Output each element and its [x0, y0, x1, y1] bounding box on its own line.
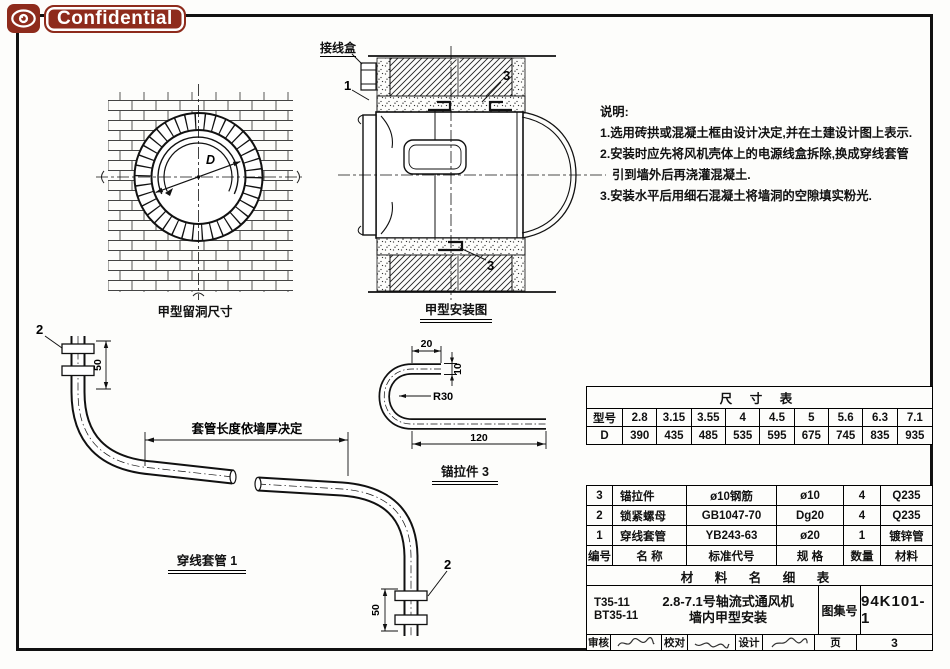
size-table: 尺 寸 表 型号 2.8 3.15 3.55 4 4.5 5 5.6 6.3 7… — [586, 386, 933, 445]
proof-label: 校对 — [662, 635, 688, 650]
anchor-caption: 锚拉件 3 — [432, 461, 498, 485]
mat-cell: YB243-63 — [687, 526, 777, 546]
diameter-cell: 595 — [760, 426, 795, 444]
model-cell: 4 — [726, 409, 761, 426]
note-line: 1.选用砖拱或混凝土框由设计决定,并在土建设计图上表示. — [600, 126, 913, 140]
model-cell: 3.15 — [657, 409, 692, 426]
model-cell: 6.3 — [863, 409, 898, 426]
mat-cell: ø20 — [777, 526, 844, 546]
model-cell: 2.8 — [623, 409, 658, 426]
sleeve-drawing: 50 50 套管长度依墙厚决定 2 2 — [36, 322, 451, 636]
diameter-label: D — [206, 153, 215, 167]
mat-cell: 穿线套管 — [613, 526, 687, 546]
callout-3-bottom: 3 — [487, 258, 494, 273]
mat-cell: Dg20 — [777, 506, 844, 526]
mat-header-cell: 名 称 — [613, 546, 687, 566]
mat-cell: 镀锌管 — [881, 526, 932, 546]
mat-cell: Q235 — [881, 486, 932, 506]
material-table: 3 锚拉件 ø10钢筋 ø10 4 Q235 2 锁紧螺母 GB1047-70 … — [586, 485, 933, 587]
dim-120: 120 — [470, 432, 488, 444]
mat-cell: 锚拉件 — [613, 486, 687, 506]
proof-signature — [688, 635, 736, 650]
mat-header-cell: 规 格 — [777, 546, 844, 566]
model-cell: 7.1 — [906, 411, 923, 424]
title-block: T35-11 BT35-11 2.8-7.1号轴流式通风机 墙内甲型安装 图集号… — [586, 585, 933, 651]
model-cell: 4.5 — [760, 409, 795, 426]
mat-cell: 锁紧螺母 — [613, 506, 687, 526]
note-line: 引到墙外后再浇灌混凝土. — [612, 168, 751, 182]
mat-cell: GB1047-70 — [687, 506, 777, 526]
diameter-cell: 675 — [794, 426, 829, 444]
diameter-cell: 835 — [863, 426, 898, 444]
callout-2-top: 2 — [36, 322, 43, 337]
model-cell: 3.55 — [692, 409, 726, 426]
dim-r30: R30 — [433, 391, 453, 403]
dim-20: 20 — [421, 338, 433, 350]
install-caption: 甲型安装图 — [420, 299, 492, 323]
atlas-label: 图集号 — [819, 586, 861, 634]
mat-cell: 4 — [844, 486, 881, 506]
sheet-title-line2: 墙内甲型安装 — [689, 610, 768, 625]
note-line: 2.安装时应先将风机壳体上的电源线盒拆除,换成穿线套管 — [600, 147, 909, 161]
signature-scribble — [771, 637, 808, 647]
mat-cell: ø10 — [777, 486, 844, 506]
model-cell: 5 — [795, 409, 829, 426]
mat-header-cell: 数量 — [844, 546, 881, 566]
design-label: 设计 — [736, 635, 763, 650]
diameter-cell: 390 — [623, 426, 658, 444]
mat-cell: Q235 — [881, 506, 932, 526]
sleeve-length-label: 套管长度依墙厚决定 — [191, 421, 303, 436]
sheet-title-line1: 2.8-7.1号轴流式通风机 — [662, 594, 794, 609]
model-number-1: T35-11 — [594, 597, 630, 609]
diameter-cell: 535 — [725, 426, 761, 444]
review-signature — [611, 635, 662, 650]
mat-cell: 4 — [844, 506, 881, 526]
diameter-cell: 435 — [657, 426, 692, 444]
mat-cell: 2 — [587, 506, 613, 526]
material-table-title: 材 料 名 细 表 — [680, 570, 839, 585]
page-number: 3 — [891, 635, 898, 650]
notes-block: 说明: 1.选用砖拱或混凝土框由设计决定,并在土建设计图上表示. 2.安装时应先… — [600, 102, 938, 207]
mat-cell: 1 — [587, 526, 613, 546]
atlas-number: 94K101-1 — [861, 593, 926, 627]
size-row-label: D — [587, 426, 623, 444]
junction-box-label: 接线盒 — [320, 41, 357, 57]
notes-title: 说明: — [600, 105, 629, 119]
eye-icon — [7, 4, 40, 33]
signature-scribble — [617, 636, 655, 646]
signature-scribble — [694, 641, 730, 649]
dim-50-top: 50 — [92, 359, 104, 371]
diameter-cell: 745 — [828, 426, 864, 444]
mat-cell: 1 — [844, 526, 881, 546]
anchor-drawing: 20 10 R30 120 — [378, 338, 547, 449]
design-signature — [763, 635, 815, 650]
callout-3-top: 3 — [503, 68, 510, 83]
mat-cell: 3 — [587, 486, 613, 506]
mat-cell: ø10钢筋 — [687, 486, 777, 506]
size-table-title: 尺 寸 表 — [587, 387, 932, 409]
sleeve-caption: 穿线套管 1 — [168, 550, 246, 574]
mat-header-cell: 材料 — [881, 546, 932, 566]
page-label: 页 — [815, 635, 857, 650]
dim-10: 10 — [452, 363, 464, 375]
review-label: 审核 — [588, 635, 611, 650]
mat-header-cell: 标准代号 — [687, 546, 777, 566]
model-number-2: BT35-11 — [594, 610, 639, 622]
dim-50-bottom: 50 — [370, 604, 382, 616]
callout-2-bottom: 2 — [444, 557, 451, 572]
confidential-stamp: Confidential — [7, 4, 186, 33]
hole-drawing: D — [96, 84, 302, 300]
install-drawing: 1 3 3 — [338, 46, 606, 300]
callout-1: 1 — [344, 78, 351, 93]
mat-header-cell: 编号 — [587, 546, 613, 566]
diameter-cell: 935 — [897, 426, 932, 444]
page-frame — [16, 14, 933, 651]
diameter-cell: 485 — [691, 426, 726, 444]
size-row-label: 型号 — [587, 409, 623, 426]
note-line: 3.安装水平后用细石混凝土将墙洞的空隙填实粉光. — [600, 189, 872, 203]
confidential-label: Confidential — [44, 4, 186, 33]
hole-caption: 甲型留洞尺寸 — [157, 305, 233, 319]
model-cell: 5.6 — [829, 409, 864, 426]
